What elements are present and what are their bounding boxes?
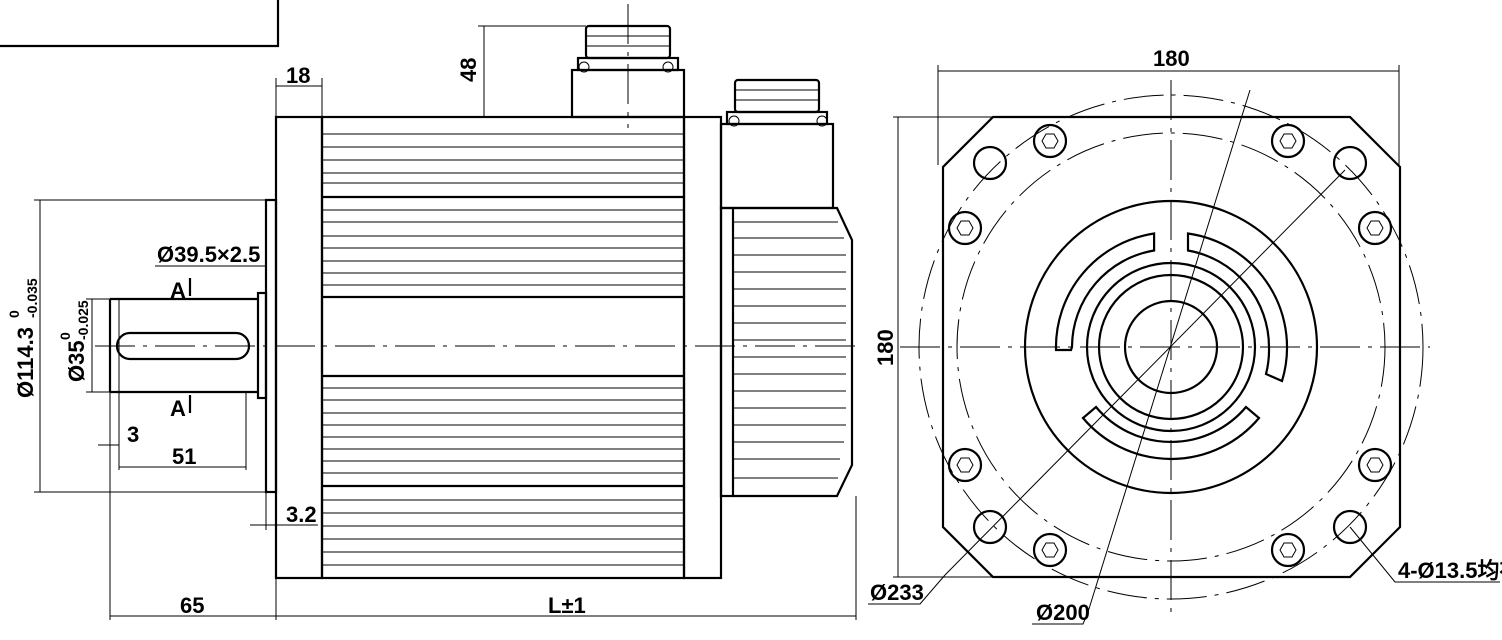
title-block-corner: [0, 0, 280, 48]
dim-connector-height: 48: [456, 58, 481, 82]
dim-pilot-depth: 3.2: [286, 502, 317, 527]
keyway: [115, 331, 251, 361]
dim-pilot-dia-tol-lower: -0.035: [24, 278, 40, 318]
dim-pilot-dia: Ø114.3: [13, 327, 38, 398]
dim-shaft-dia-group: Ø35 0 -0.025: [57, 300, 91, 382]
screw-heads: [947, 123, 1393, 568]
dim-pilot-dia-tol-upper: 0: [6, 310, 22, 318]
dim-pilot-dia-group: Ø114.3 0 -0.035: [6, 278, 40, 398]
pilot-boss: [264, 198, 278, 494]
dim-flange-thickness: 18: [286, 63, 310, 88]
dim-holes: 4-Ø13.5均布: [1398, 558, 1502, 583]
side-dimensions: [34, 25, 857, 620]
dim-shaft-length: 65: [180, 593, 204, 618]
dim-key-offset: 3: [127, 422, 139, 447]
encoder-housing: [719, 206, 854, 498]
dim-flange-height: 180: [873, 329, 898, 366]
dim-body-length: L±1: [548, 593, 586, 618]
front-view: [868, 65, 1500, 625]
body-fins: [322, 133, 684, 566]
motor-body: [320, 115, 686, 580]
flange-outline: [941, 115, 1402, 579]
power-connector: [570, 4, 686, 128]
dim-key-length: 51: [172, 444, 196, 469]
boss-slots: [1054, 232, 1289, 460]
section-mark-top: A: [170, 278, 186, 303]
dim-shaft-dia-tol-lower: -0.025: [75, 300, 91, 340]
diameter-line-200: [1087, 89, 1251, 613]
dim-bolt-circle-outer: Ø233: [870, 580, 924, 605]
diameter-line-233: [944, 169, 1346, 576]
front-dimensions: [868, 65, 1500, 625]
dim-bolt-circle: Ø200: [1036, 600, 1090, 625]
rear-cap: [682, 115, 723, 580]
section-mark-bottom: A: [170, 396, 186, 421]
encoder-connector: [719, 78, 835, 210]
dim-pilot-spec: Ø39.5×2.5: [157, 242, 260, 267]
mounting-holes: [972, 145, 1368, 545]
shaft: [108, 297, 258, 394]
dim-shaft-dia: Ø35: [64, 340, 89, 382]
dim-flange-width: 180: [1153, 46, 1190, 71]
side-view: [34, 4, 860, 620]
dim-shaft-dia-tol-upper: 0: [57, 332, 73, 340]
